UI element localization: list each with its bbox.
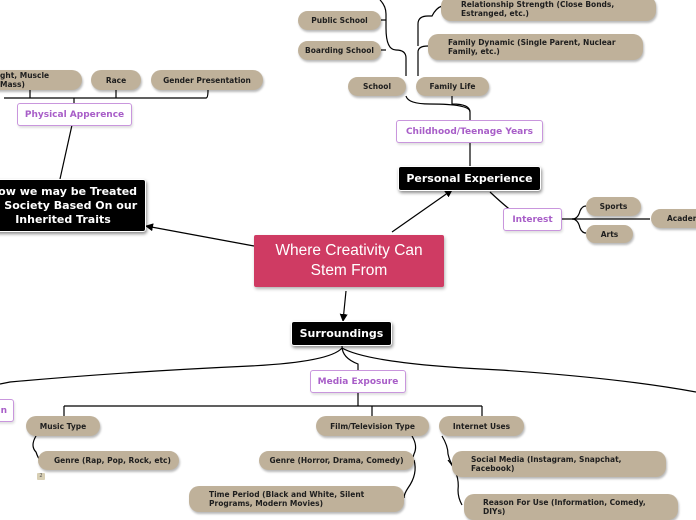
leaf-academ-label: Academ: [667, 214, 696, 223]
leaf-relationship-strength[interactable]: Relationship Strength (Close Bonds, Estr…: [441, 0, 656, 21]
subtopic-cut-left-label: n: [0, 405, 7, 416]
leaf-reason-for-use[interactable]: Reason For Use (Information, Comedy, DIY…: [464, 494, 678, 520]
subtopic-physical[interactable]: Physical Apperence: [17, 103, 132, 126]
leaf-music-genre[interactable]: Genre (Rap, Pop, Rock, etc): [38, 451, 179, 470]
subtopic-cut-left[interactable]: n: [0, 399, 14, 422]
leaf-boarding-school[interactable]: Boarding School: [298, 41, 381, 60]
leaf-film-genre[interactable]: Genre (Horror, Drama, Comedy): [259, 451, 414, 470]
leaf-film-television-label: Film/Television Type: [330, 421, 415, 431]
subtopic-physical-label: Physical Apperence: [24, 109, 125, 120]
branch-treated-society[interactable]: How we may be Treated in Society Based O…: [0, 179, 146, 232]
leaf-academ[interactable]: Academ: [651, 209, 696, 228]
leaf-music-type[interactable]: Music Type: [26, 416, 100, 436]
leaf-social-media[interactable]: Social Media (Instagram, Snapchat, Faceb…: [452, 451, 666, 477]
branch-personal-experience[interactable]: Personal Experience: [398, 166, 541, 191]
branch-treated-society-label: How we may be Treated in Society Based O…: [0, 184, 138, 226]
leaf-time-period-label: Time Period (Black and White, Silent Pro…: [209, 490, 365, 508]
leaf-time-period[interactable]: Time Period (Black and White, Silent Pro…: [189, 486, 404, 512]
leaf-height-muscle-label: ght, Muscle Mass): [0, 71, 50, 89]
leaf-music-genre-label: Genre (Rap, Pop, Rock, etc): [54, 456, 171, 465]
branch-surroundings[interactable]: Surroundings: [291, 321, 392, 346]
leaf-reason-for-use-label: Reason For Use (Information, Comedy, DIY…: [483, 498, 646, 516]
leaf-sports-label: Sports: [599, 202, 628, 211]
leaf-gender-presentation[interactable]: Gender Presentation: [151, 70, 263, 90]
leaf-public-school-label: Public School: [311, 16, 368, 25]
subtopic-interest-label: Interest: [512, 214, 553, 225]
root-topic[interactable]: Where Creativity Can Stem From: [254, 235, 444, 287]
leaf-height-muscle[interactable]: ght, Muscle Mass): [0, 70, 82, 90]
leaf-film-television[interactable]: Film/Television Type: [316, 416, 429, 436]
count-badge: 2: [37, 473, 45, 480]
leaf-public-school[interactable]: Public School: [298, 11, 381, 30]
root-topic-label: Where Creativity Can Stem From: [275, 242, 423, 279]
link-root-personal: [391, 189, 453, 233]
branch-surroundings-label: Surroundings: [299, 327, 384, 340]
leaf-internet-uses-label: Internet Uses: [452, 421, 511, 431]
leaf-race[interactable]: Race: [91, 70, 141, 90]
branch-personal-experience-label: Personal Experience: [406, 172, 533, 185]
link-root-surroundings: [339, 290, 348, 322]
subtopic-media-label: Media Exposure: [317, 376, 399, 387]
link-root-treated: [145, 223, 255, 247]
subtopic-childhood-label: Childhood/Teenage Years: [405, 126, 534, 137]
leaf-social-media-label: Social Media (Instagram, Snapchat, Faceb…: [471, 455, 622, 473]
leaf-boarding-school-label: Boarding School: [305, 46, 374, 55]
leaf-relationship-strength-label: Relationship Strength (Close Bonds, Estr…: [461, 0, 615, 18]
subtopic-interest[interactable]: Interest: [503, 208, 562, 231]
leaf-school[interactable]: School: [348, 77, 406, 96]
leaf-race-label: Race: [105, 75, 127, 85]
leaf-internet-uses[interactable]: Internet Uses: [439, 416, 524, 436]
leaf-family-dynamic-label: Family Dynamic (Single Parent, Nuclear F…: [448, 38, 616, 56]
leaf-sports[interactable]: Sports: [586, 197, 641, 216]
subtopic-childhood[interactable]: Childhood/Teenage Years: [396, 120, 543, 143]
leaf-music-type-label: Music Type: [39, 421, 87, 431]
leaf-family-dynamic[interactable]: Family Dynamic (Single Parent, Nuclear F…: [428, 34, 643, 60]
leaf-film-genre-label: Genre (Horror, Drama, Comedy): [269, 456, 404, 465]
leaf-family-life[interactable]: Family Life: [416, 77, 489, 96]
leaf-arts[interactable]: Arts: [586, 225, 633, 243]
leaf-family-life-label: Family Life: [429, 82, 476, 91]
leaf-school-label: School: [362, 82, 392, 91]
leaf-gender-presentation-label: Gender Presentation: [163, 75, 251, 85]
leaf-arts-label: Arts: [600, 229, 619, 239]
subtopic-media[interactable]: Media Exposure: [310, 370, 406, 393]
